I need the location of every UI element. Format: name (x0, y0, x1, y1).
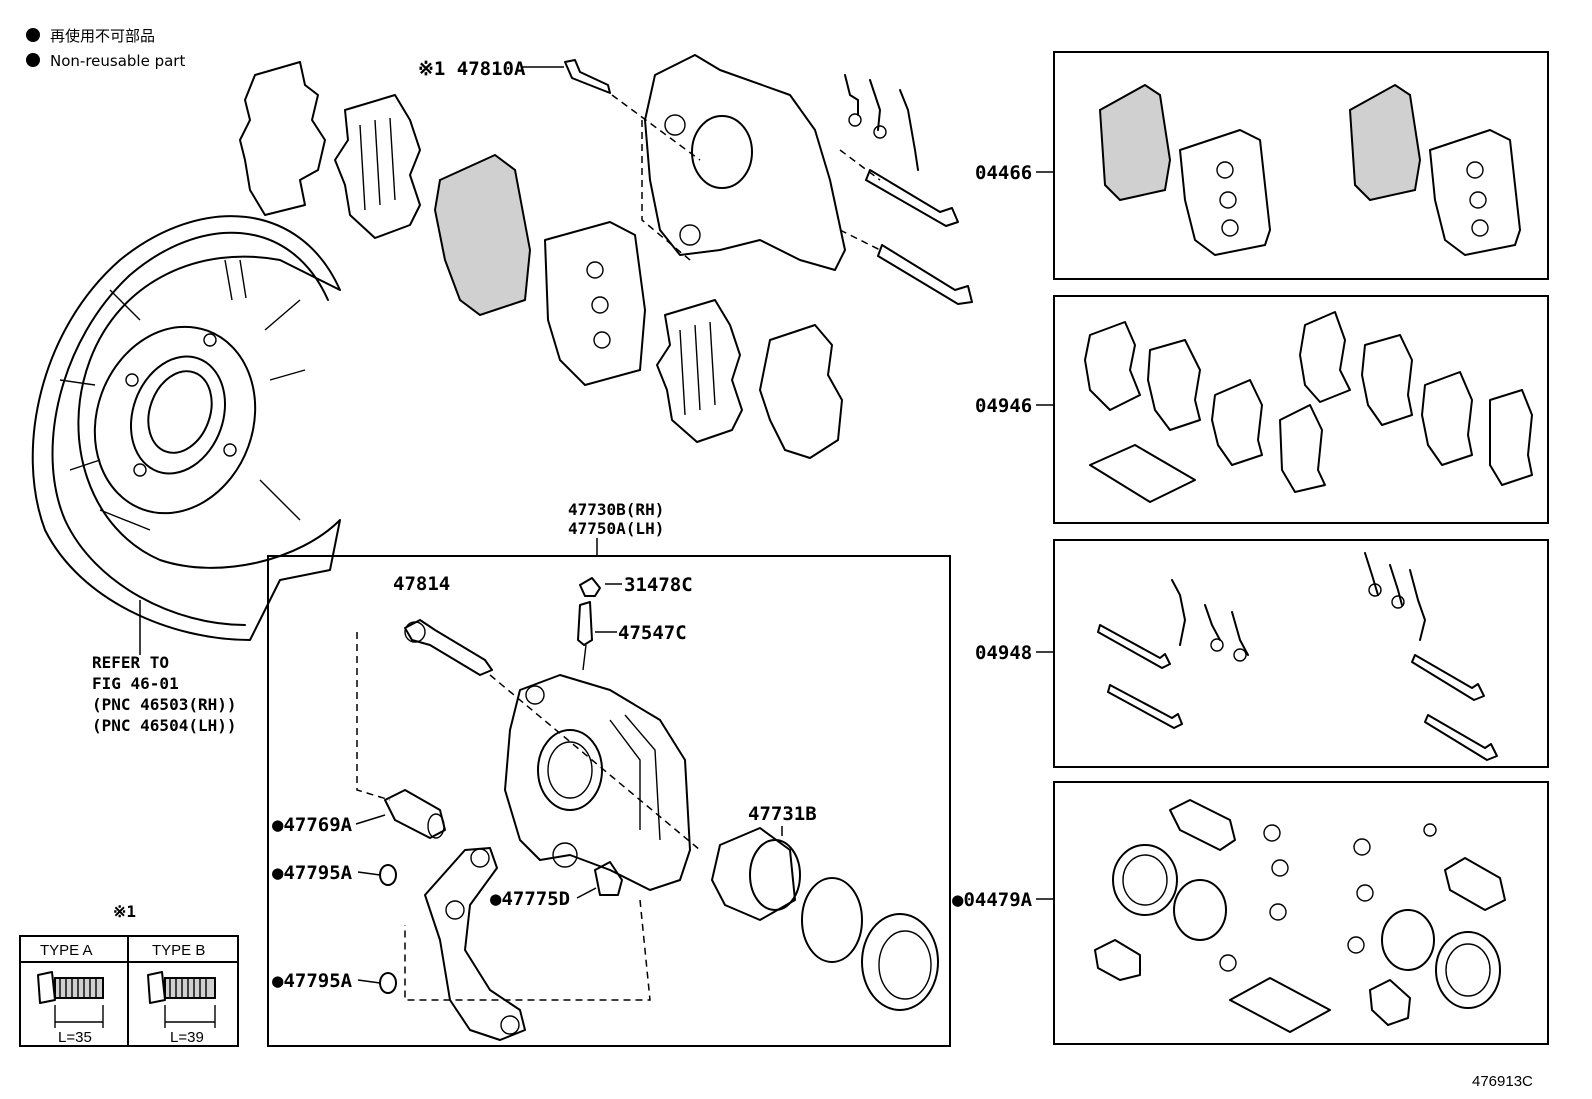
label-31478c: 31478C (624, 574, 693, 596)
refer-line-3: (PNC 46503(RH)) (92, 695, 237, 714)
kit-04946: 04946 (975, 295, 1549, 524)
label-04946: 04946 (975, 395, 1032, 417)
label-04948: 04948 (975, 642, 1032, 664)
pad-exploded-drawing (239, 61, 843, 459)
type-b-header: TYPE B (152, 942, 205, 959)
type-table-note-mark: ※1 (113, 902, 136, 921)
figure-code: 476913C (1472, 1073, 1533, 1090)
legend: 再使用不可部品 Non-reusable part (26, 27, 185, 70)
caliper-part-labels: 47814 31478C 47547C 47731B ●47769A ●4779… (272, 573, 817, 992)
label-47814: 47814 (393, 573, 450, 595)
non-reusable-bullet-icon (26, 53, 40, 67)
non-reusable-bullet-icon (26, 28, 40, 42)
label-47795a-lower: ●47795A (272, 970, 353, 992)
label-47731b: 47731B (748, 803, 817, 825)
caliper-assembly-lh-label: 47750A(LH) (568, 519, 664, 538)
type-a-header: TYPE A (40, 942, 93, 959)
kit-04466: 04466 (975, 51, 1549, 280)
refer-line-2: FIG 46-01 (92, 674, 179, 693)
caliper-bracket-top-drawing (522, 54, 973, 305)
caliper-assembly-rh-label: 47730B(RH) (568, 500, 664, 519)
label-04479a: ●04479A (952, 889, 1033, 911)
type-a-length: L=35 (58, 1029, 92, 1046)
refer-line-1: REFER TO (92, 653, 169, 672)
dust-shield-drawing (31, 215, 341, 655)
refer-note: REFER TO FIG 46-01 (PNC 46503(RH)) (PNC … (92, 653, 237, 735)
type-b-length: L=39 (170, 1029, 204, 1046)
kit-04948: 04948 (975, 539, 1549, 768)
caliper-assembly-frame (267, 555, 951, 1047)
label-47775d: ●47775D (490, 888, 570, 910)
caliper-body-drawing (356, 577, 939, 1041)
refer-line-4: (PNC 46504(LH)) (92, 716, 237, 735)
label-47810a: ※1 47810A (418, 58, 526, 80)
type-table: ※1 TYPE A TYPE B L=35 L=39 (19, 902, 239, 1047)
legend-en: Non-reusable part (50, 52, 185, 70)
label-47769a: ●47769A (272, 814, 353, 836)
label-04466: 04466 (975, 162, 1032, 184)
kit-04479a: ●04479A (952, 781, 1549, 1045)
legend-jp: 再使用不可部品 (50, 27, 155, 45)
label-47795a-upper: ●47795A (272, 862, 353, 884)
label-47547c: 47547C (618, 622, 687, 644)
